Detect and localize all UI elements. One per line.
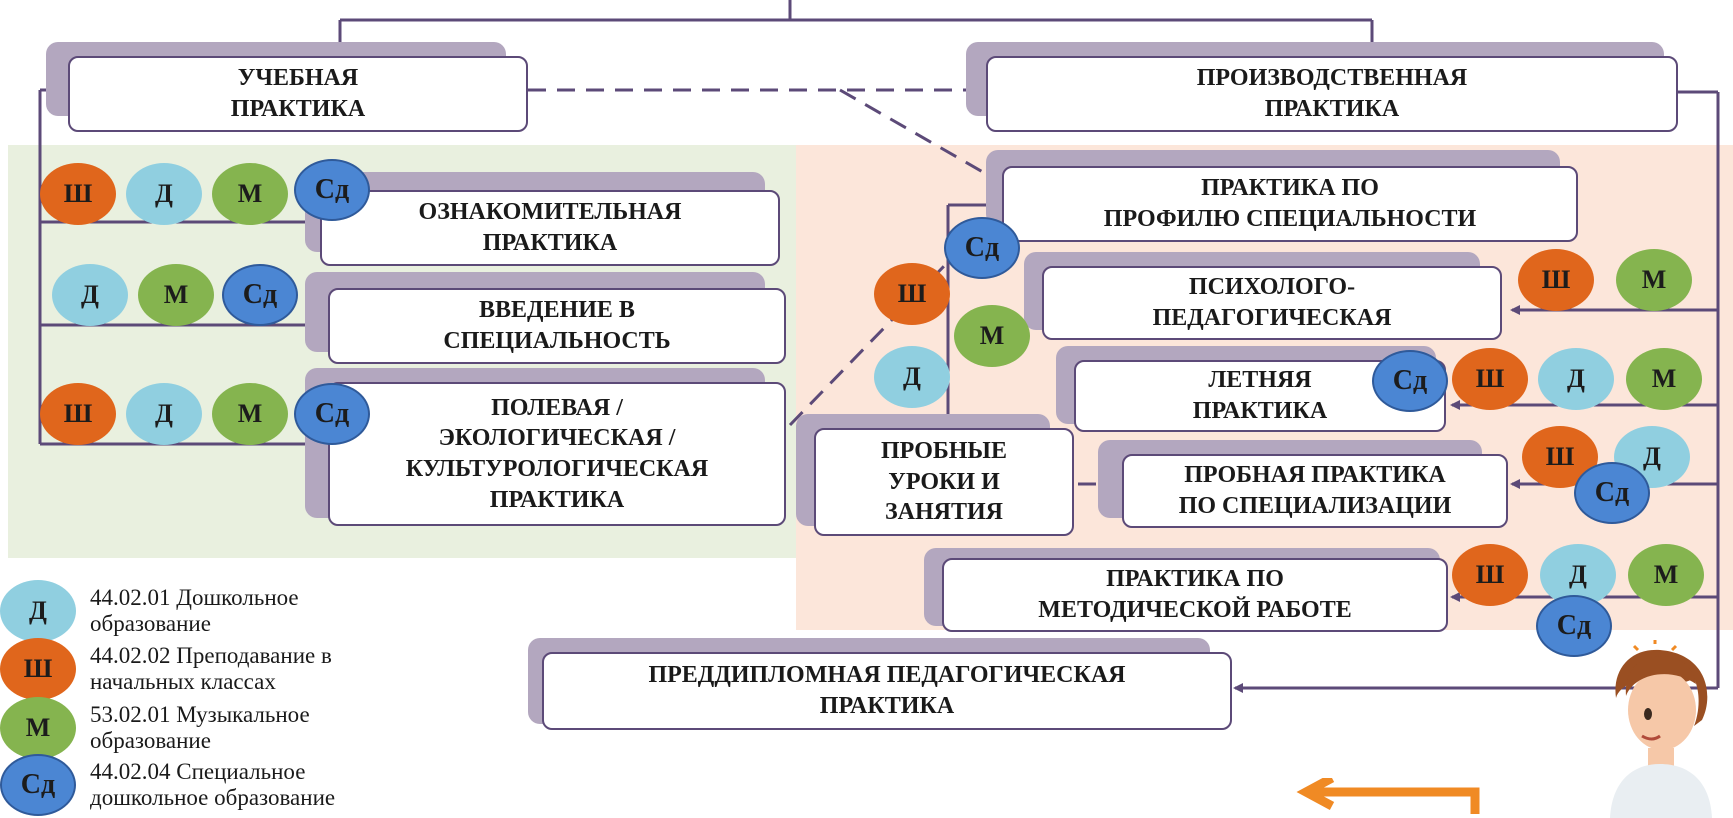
badge-m: М	[138, 264, 214, 326]
badge-m: М	[954, 305, 1030, 367]
badge-sd: Сд	[1372, 350, 1448, 412]
badge-sd: Сд	[294, 383, 370, 445]
legend-text: 44.02.04 Специальное	[90, 758, 306, 784]
badge-sd: Сд	[944, 217, 1020, 279]
badge-m: М	[1628, 544, 1704, 606]
badge-sh: Ш	[1522, 426, 1598, 488]
box-psihologo-pedagogicheskaya: ПСИХОЛОГО-ПЕДАГОГИЧЕСКАЯ	[1042, 266, 1502, 340]
badge-m: М	[0, 697, 76, 759]
legend-text: дошкольное образование	[90, 785, 336, 810]
legend-text: 44.02.01 Дошкольное	[90, 584, 299, 610]
badge-sd: Сд	[1536, 595, 1612, 657]
badge-sh: Ш	[1452, 544, 1528, 606]
legend-text: образование	[90, 611, 211, 636]
badge-sh: Ш	[40, 163, 116, 225]
badge-d: Д	[1540, 544, 1616, 606]
person-icon	[1610, 649, 1712, 818]
badge-m: М	[212, 383, 288, 445]
badge-sh: Ш	[40, 383, 116, 445]
badge-d: Д	[126, 163, 202, 225]
legend-text: 53.02.01 Музыкальное	[90, 701, 310, 727]
badge-d: Д	[126, 383, 202, 445]
legend-text: начальных классах	[90, 669, 276, 694]
badge-m: М	[212, 163, 288, 225]
badge-d: Д	[1538, 348, 1614, 410]
box-polevaya-praktika: ПОЛЕВАЯ /ЭКОЛОГИЧЕСКАЯ /КУЛЬТУРОЛОГИЧЕСК…	[328, 382, 786, 526]
badge-sh: Ш	[0, 638, 76, 700]
badge-sd: Сд	[1574, 462, 1650, 524]
badge-d: Д	[52, 264, 128, 326]
badge-sh: Ш	[874, 263, 950, 325]
badge-sd: Сд	[294, 159, 370, 221]
legend-text: образование	[90, 728, 211, 753]
legend-text: 44.02.02 Преподавание в	[90, 642, 332, 668]
arrow-left-icon	[1296, 778, 1480, 814]
badge-sd: Сд	[0, 754, 76, 816]
badge-m: М	[1626, 348, 1702, 410]
badge-sd: Сд	[222, 264, 298, 326]
badge-d: Д	[874, 346, 950, 408]
badge-m: М	[1616, 249, 1692, 311]
badge-sh: Ш	[1518, 249, 1594, 311]
badge-sh: Ш	[1452, 348, 1528, 410]
badge-d: Д	[0, 580, 76, 642]
